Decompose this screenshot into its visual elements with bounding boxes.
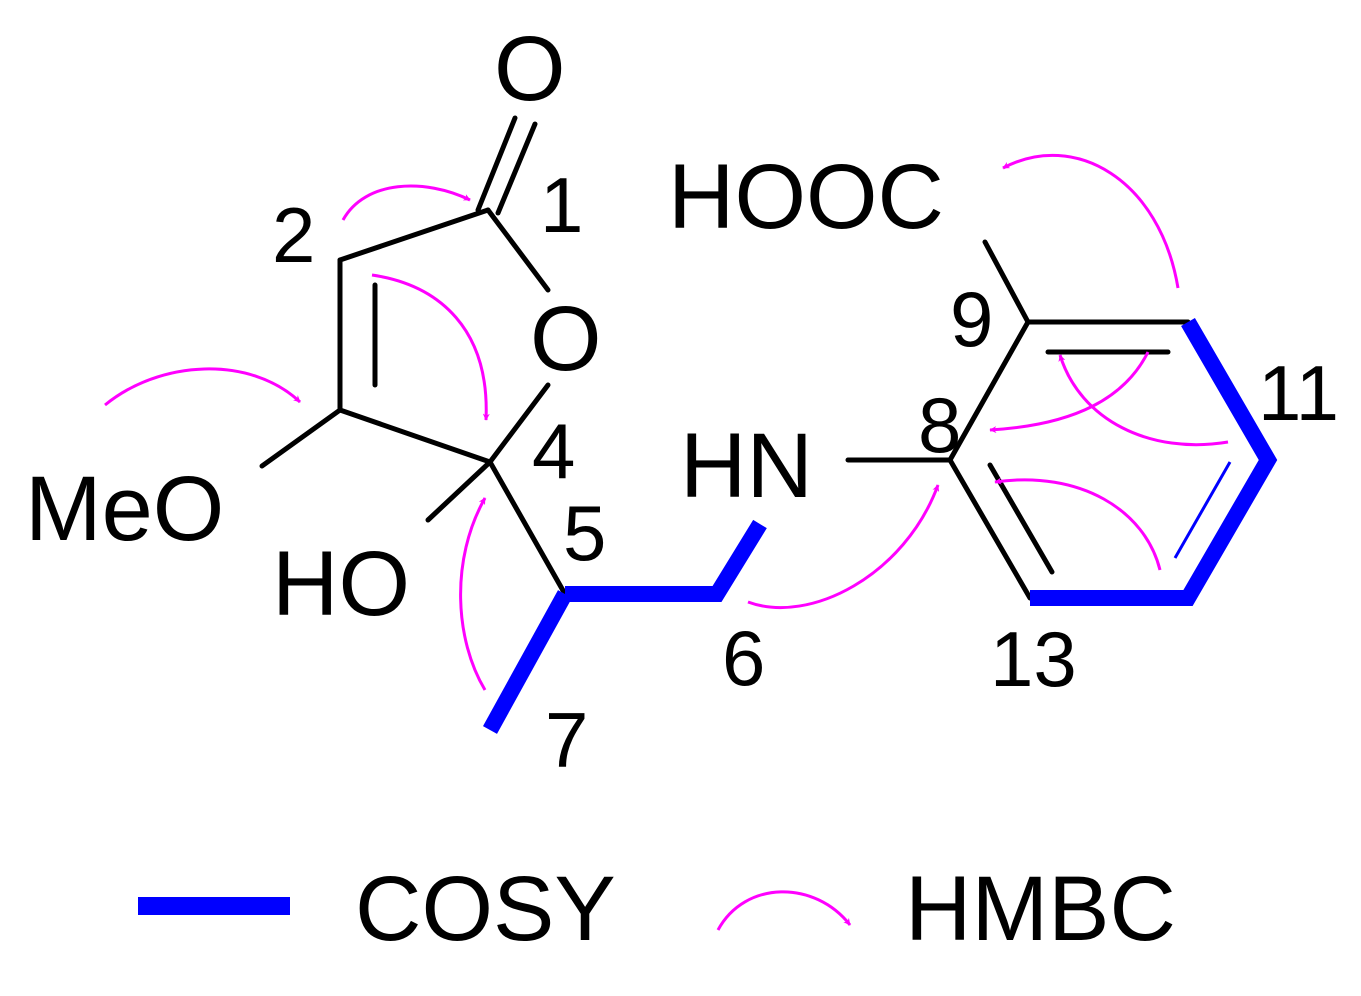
bond-c1-o-a <box>475 115 518 213</box>
number-8: 8 <box>918 381 961 469</box>
hmbc-h2-c1 <box>341 184 471 221</box>
hmbc-h11-c9 <box>1058 354 1229 447</box>
atom-o-carbonyl: O <box>494 18 566 120</box>
atom-cooh: HOOC <box>668 146 944 248</box>
hmbc-h10-cooh <box>1002 153 1180 289</box>
legend-hmbc-label: HMBC <box>905 858 1176 960</box>
bond-c3-c4 <box>337 407 493 465</box>
bond-c4-oring <box>487 382 551 465</box>
legend-cosy-label: COSY <box>355 858 616 960</box>
atom-meo: MeO <box>25 458 224 560</box>
hmbc-h6-c8 <box>747 484 940 610</box>
legend-hmbc-arrow <box>716 890 852 931</box>
hmbc-h2-c4 <box>371 273 490 421</box>
bond-c8-c9 <box>947 319 1031 463</box>
bond-c3-ome <box>259 407 343 469</box>
number-2: 2 <box>272 191 315 279</box>
bond-c1-o-b <box>495 121 538 216</box>
bond-c1-oring <box>485 207 551 293</box>
bond-c8-c13 <box>947 457 1033 601</box>
cosy-c5-c6-n <box>565 519 767 602</box>
position-numbers: 1 2 4 5 6 7 8 9 11 13 <box>272 161 1339 784</box>
hmbc-h7-c4 <box>459 497 487 691</box>
hmbc-arrows <box>104 153 1229 691</box>
bond-c1-c2 <box>337 207 491 263</box>
cosy-c5-c7 <box>482 590 573 734</box>
legend: COSY HMBC <box>138 858 1176 960</box>
cosy-c10-c11-c12-c13 <box>1030 317 1278 606</box>
atom-labels: O O MeO HO HN HOOC <box>25 18 944 635</box>
bond-c9-cooh <box>982 239 1031 325</box>
number-1: 1 <box>540 161 583 249</box>
atom-hn: HN <box>680 415 813 517</box>
number-5: 5 <box>563 489 606 577</box>
hmbc-h12-c8 <box>994 477 1162 571</box>
bond-c11-c12-inner <box>1173 461 1232 559</box>
hmbc-h10-c8 <box>989 351 1150 434</box>
skeleton-bonds <box>259 115 1232 601</box>
bond-c4-c5 <box>487 459 568 597</box>
number-4: 4 <box>532 407 575 495</box>
bond-c4-oh <box>425 459 493 523</box>
cosy-bonds <box>482 317 1278 734</box>
number-6: 6 <box>722 614 765 702</box>
number-13: 13 <box>990 615 1077 703</box>
number-11: 11 <box>1258 349 1339 437</box>
hmbc-ome-c3 <box>104 367 302 407</box>
atom-o-ring: O <box>530 288 602 390</box>
number-9: 9 <box>950 275 993 363</box>
atom-ho: HO <box>272 533 410 635</box>
number-7: 7 <box>545 696 588 784</box>
